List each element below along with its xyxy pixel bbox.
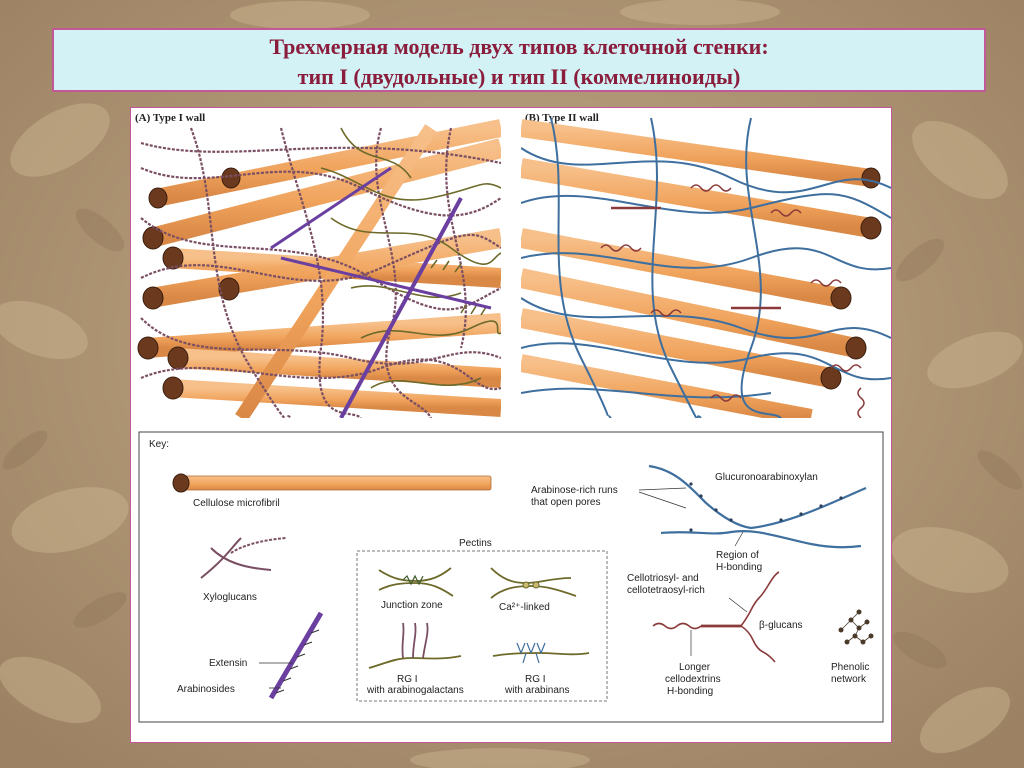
key-glucuronoarabinoxylan: Glucuronoarabinoxylan Arabinose-rich run… (531, 464, 867, 573)
key-rg1-arabinans (492, 642, 590, 664)
panel-a-label: (A) Type I wall (135, 112, 205, 124)
type-i-wall-panel (137, 119, 501, 418)
key-xyloglucans-label: Xyloglucans (203, 592, 257, 603)
key-arabinose-label-1: Arabinose-rich runs (531, 485, 618, 496)
key-gax-label: Glucuronoarabinoxylan (715, 472, 818, 483)
key-junction-zone (378, 567, 454, 597)
key-panel: Key: Cellulose microfibril Xyloglucans (138, 431, 884, 723)
slide-title-line-2: тип I (двудольные) и тип II (коммелиноид… (297, 64, 741, 89)
key-longer-label-3: H-bonding (667, 686, 713, 697)
key-rg1-ag-label-1: RG I (397, 674, 418, 685)
cell-wall-diagram: (A) Type I wall (B) Type II wall (135, 112, 891, 723)
key-extensin-label: Extensin (209, 658, 247, 669)
key-cellotriosyl-label-1: Cellotriosyl- and (627, 573, 699, 584)
key-longer-label-1: Longer (679, 662, 711, 673)
key-cellotriosyl-label-2: cellotetraosyl-rich (627, 585, 705, 596)
key-rg1-ag-label-2: with arabinogalactans (366, 685, 464, 696)
key-arabinose-label-2: that open pores (531, 497, 601, 508)
cell-wall-figure: (A) Type I wall (B) Type II wall (130, 107, 892, 743)
key-beta-glucans-label: β-glucans (759, 620, 803, 631)
key-region-label-1: Region of (716, 550, 759, 561)
panel-b-label: (B) Type II wall (525, 112, 599, 124)
type-i-extensin-rods (270, 166, 492, 418)
key-longer-label-2: cellodextrins (665, 674, 721, 685)
type-ii-cellulose-microfibrils (521, 119, 882, 418)
key-xyloglucans: Xyloglucans (200, 537, 287, 603)
type-ii-wall-panel (521, 117, 891, 418)
key-rg1-ar-label-2: with arabinans (504, 685, 569, 696)
key-pectins-heading: Pectins (459, 538, 492, 549)
key-ca-linked-label: Ca²⁺-linked (499, 602, 550, 613)
key-cellulose-microfibril: Cellulose microfibril (172, 473, 492, 509)
key-rg1-arabinogalactans (368, 622, 462, 669)
key-phenolic-network: Phenolic network (831, 609, 874, 685)
key-phenolic-label-1: Phenolic (831, 662, 869, 673)
key-pectins-group: Pectins Junction zone Ca²⁺-linked (356, 538, 608, 702)
key-junction-zone-label: Junction zone (381, 600, 443, 611)
key-cellulose-label: Cellulose microfibril (193, 498, 280, 509)
key-heading: Key: (149, 439, 169, 450)
key-ca-linked (490, 567, 577, 599)
key-extensin: Extensin Arabinosides (177, 611, 324, 700)
type-i-cellulose-microfibrils (137, 119, 501, 418)
type-i-xyloglucan-chains (140, 127, 501, 418)
slide-title: Трехмерная модель двух типов клеточной с… (52, 28, 986, 92)
slide-title-line-1: Трехмерная модель двух типов клеточной с… (269, 34, 769, 59)
type-ii-beta-glucan-chains (600, 184, 865, 418)
key-phenolic-label-2: network (831, 674, 867, 685)
key-rg1-ar-label-1: RG I (525, 674, 546, 685)
key-arabinosides-label: Arabinosides (177, 684, 235, 695)
key-region-label-2: H-bonding (716, 562, 762, 573)
key-beta-glucans: Cellotriosyl- and cellotetraosyl-rich β-… (627, 571, 803, 697)
type-ii-gax-chains (521, 117, 891, 418)
